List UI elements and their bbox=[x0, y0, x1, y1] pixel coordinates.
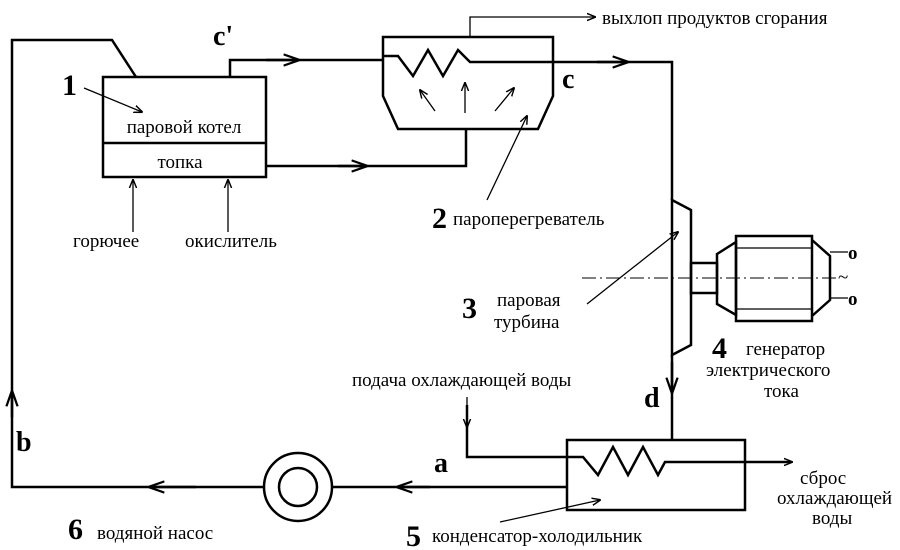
generator-label-line3: тока bbox=[764, 381, 799, 402]
boiler-label: паровой котел bbox=[127, 117, 242, 138]
coolant-out-label-line3: воды bbox=[812, 508, 852, 529]
generator-label-line1: генератор bbox=[746, 339, 825, 360]
flue-gas-line bbox=[266, 129, 468, 168]
boiler bbox=[101, 75, 268, 179]
condenser-label: конденсатор-холодильник bbox=[432, 526, 643, 547]
generator-label-line2: электрического bbox=[706, 360, 830, 381]
steam-line-to-turbine bbox=[627, 60, 674, 200]
cooling-water-line bbox=[465, 405, 790, 478]
condenser bbox=[565, 438, 747, 512]
heat-arrow-left bbox=[420, 90, 436, 112]
superheater-number: 2 bbox=[432, 202, 447, 235]
feedwater-line-b bbox=[10, 38, 264, 489]
oxidizer-label: окислитель bbox=[185, 231, 277, 252]
exhaust-arrow bbox=[469, 17, 595, 37]
water-pump bbox=[262, 451, 334, 523]
condenser-pointer-arrow bbox=[499, 500, 600, 523]
exhaust-label: выхлоп продуктов сгорания bbox=[602, 8, 828, 29]
coolant-in-label: подача охлаждающей воды bbox=[352, 370, 572, 391]
superheater-pointer-arrow bbox=[486, 116, 527, 201]
pump-label: водяной насос bbox=[97, 523, 213, 544]
generator-terminal-bottom: o bbox=[848, 289, 858, 310]
turbine-label-line1: паровая bbox=[497, 290, 561, 311]
superheater bbox=[381, 35, 555, 131]
condenser-number: 5 bbox=[406, 520, 421, 550]
fuel-label: горючее bbox=[73, 231, 139, 252]
point-b: b bbox=[16, 427, 32, 458]
generator-terminal-top: o bbox=[848, 243, 858, 264]
generator bbox=[689, 234, 848, 323]
steam-turbine bbox=[670, 197, 693, 358]
superheater-label: пароперегреватель bbox=[453, 209, 605, 230]
turbine-label-line2: турбина bbox=[494, 312, 560, 333]
coolant-out-label-line1: сброс bbox=[800, 468, 846, 489]
boiler-number: 1 bbox=[62, 69, 77, 102]
pump-number: 6 bbox=[68, 513, 83, 546]
point-d: d bbox=[644, 383, 660, 414]
boiler-pointer-arrow bbox=[83, 87, 142, 112]
turbine-pointer-arrow bbox=[586, 232, 678, 305]
point-c: c bbox=[562, 64, 574, 95]
furnace-label: топка bbox=[157, 152, 203, 173]
superheater-coil bbox=[383, 47, 627, 79]
turbine-number: 3 bbox=[462, 292, 477, 325]
point-c-prime: c' bbox=[213, 21, 233, 52]
steam-line-boiler-to-superheater bbox=[228, 58, 383, 77]
point-a: a bbox=[434, 448, 448, 479]
ac-output-symbol: ~ bbox=[838, 267, 848, 288]
generator-number: 4 bbox=[712, 332, 727, 365]
coolant-out-label-line2: охлаждающей bbox=[777, 488, 892, 509]
heat-arrow-right bbox=[494, 88, 514, 112]
